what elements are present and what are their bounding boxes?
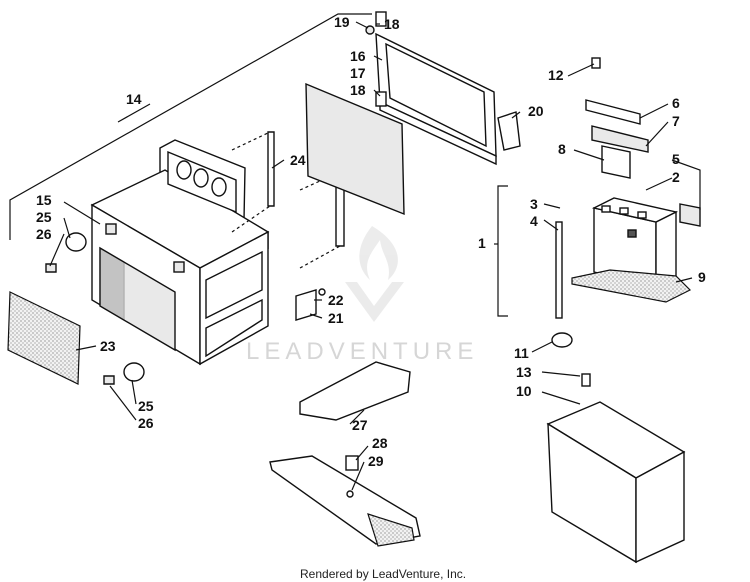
callout-21: 21: [328, 310, 344, 326]
callout-25: 25: [36, 209, 52, 225]
callout-26: 26: [138, 415, 154, 431]
callout-12: 12: [548, 67, 564, 83]
lid-assembly: [305, 11, 521, 216]
callout-5: 5: [672, 151, 680, 167]
callout-11: 11: [514, 345, 529, 361]
leader-lines: [49, 21, 701, 491]
callout-22: 22: [328, 292, 344, 308]
control-knob-1: [176, 160, 192, 180]
assembly-bracket-14: [9, 13, 372, 240]
footer-credit: Rendered by LeadVenture, Inc.: [300, 567, 466, 581]
control-knob-2: [193, 168, 209, 188]
callout-9: 9: [698, 269, 706, 285]
watermark-text: LEADVENTURE: [246, 338, 478, 365]
callout-24: 24: [290, 152, 306, 168]
pad-and-strap: [269, 361, 421, 547]
battery-box-housing: [90, 139, 270, 366]
callout-15: 15: [36, 192, 52, 208]
callout-23: 23: [100, 338, 116, 354]
callout-2: 2: [672, 169, 680, 185]
rods-24: [231, 131, 345, 269]
callout-28: 28: [372, 435, 388, 451]
callout-14: 14: [126, 91, 142, 107]
callout-18: 18: [350, 82, 366, 98]
callout-25: 25: [138, 398, 154, 414]
callout-27: 27: [352, 417, 368, 433]
callout-16: 16: [350, 48, 366, 64]
battery-bracket-10: [546, 373, 686, 564]
callout-29: 29: [368, 453, 384, 469]
battery: [551, 57, 701, 348]
flame-logo-icon: [345, 226, 404, 322]
callout-17: 17: [350, 65, 366, 81]
clamp-parts-left: [45, 232, 145, 385]
callout-1: 1: [478, 235, 486, 251]
callout-26: 26: [36, 226, 52, 242]
control-knob-3: [211, 177, 227, 197]
panel-23: [7, 291, 81, 385]
callout-6: 6: [672, 95, 680, 111]
callouts: 19 18 16 17 18 20 14 24 15 25 26 22 21 2…: [36, 14, 706, 469]
bracket-21-22: [295, 288, 326, 321]
bracket-1: [497, 185, 508, 317]
callout-18: 18: [384, 16, 400, 32]
callout-8: 8: [558, 141, 566, 157]
callout-3: 3: [530, 196, 538, 212]
callout-7: 7: [672, 113, 680, 129]
watermark: LEADVENTURE: [246, 226, 478, 365]
callout-20: 20: [528, 103, 544, 119]
callout-13: 13: [516, 364, 532, 380]
callout-4: 4: [530, 213, 538, 229]
callout-10: 10: [516, 383, 532, 399]
callout-19: 19: [334, 14, 350, 30]
